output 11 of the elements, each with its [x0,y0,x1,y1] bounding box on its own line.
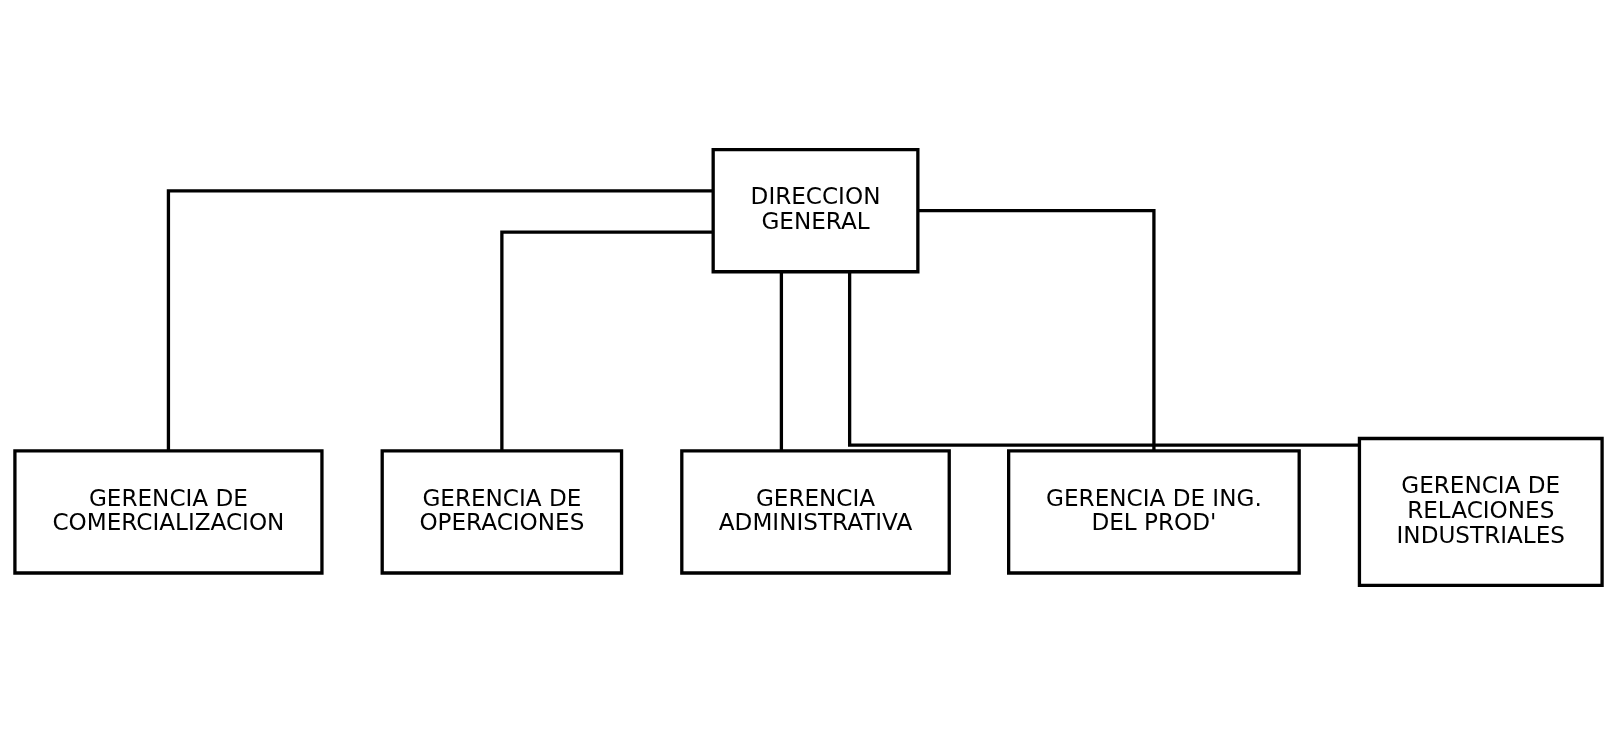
node-box: GERENCIA DE RELACIONES INDUSTRIALES [1357,436,1604,588]
node-box: GERENCIA DE ING. DEL PROD' [1007,449,1301,575]
connector [166,189,713,451]
node-box: GERENCIA DE OPERACIONES [380,449,624,575]
connector [500,230,713,451]
node-box: DIRECCION GENERAL [711,147,920,274]
node-box: GERENCIA DE COMERCIALIZACION [13,449,324,575]
connector [779,272,784,451]
connector [917,209,1156,451]
node-box: GERENCIA ADMINISTRATIVA [680,449,951,575]
connector [848,272,1360,447]
